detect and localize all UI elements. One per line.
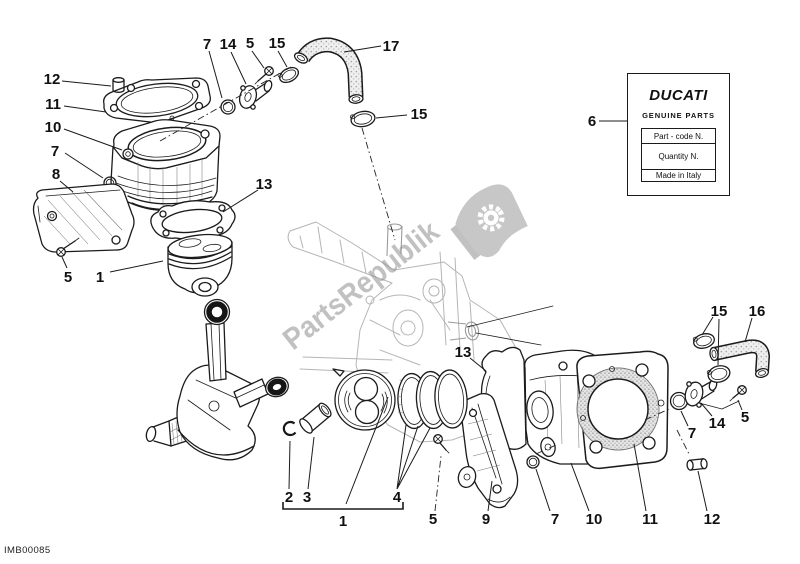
callout-7: 7 (688, 425, 696, 442)
hose-clamp (277, 66, 299, 84)
callout-10: 10 (586, 511, 603, 528)
connecting-rod (203, 298, 231, 382)
label-row-made-in: Made in Italy (655, 171, 702, 180)
head-gasket (576, 350, 669, 470)
case-spigot (447, 321, 480, 341)
callout-1: 1 (339, 513, 347, 530)
callout-2: 2 (285, 489, 293, 506)
piston (167, 233, 233, 297)
crankshaft-assembly (145, 298, 289, 461)
coolant-union (238, 80, 273, 110)
callout-16: 16 (749, 303, 766, 320)
group-bracket-line (282, 502, 404, 510)
callout-5: 5 (741, 409, 749, 426)
hose-clamp (350, 110, 376, 128)
dowel (686, 458, 708, 471)
callout-12: 12 (704, 511, 721, 528)
callout-13: 13 (455, 344, 472, 361)
coolant-hose (709, 339, 771, 379)
figure-code: IMB00085 (4, 545, 51, 556)
screw (254, 66, 274, 85)
callout-15: 15 (269, 35, 286, 52)
ducati-logo: DUCATI (649, 87, 708, 104)
watermark-bar (450, 224, 481, 261)
label-row-quantity: Quantity N. (642, 144, 715, 170)
stud-sleeve (386, 223, 403, 257)
callout-8: 8 (52, 166, 60, 183)
genuine-parts-subtitle: GENUINE PARTS (642, 111, 715, 120)
cylinder (110, 119, 221, 211)
callout-7: 7 (51, 143, 59, 160)
coolant-union (684, 378, 740, 410)
base-gasket (150, 200, 236, 241)
circlip (282, 420, 297, 437)
callout-10: 10 (45, 119, 62, 136)
axis-lines (159, 66, 691, 457)
callout-4: 4 (393, 489, 402, 506)
callout-15: 15 (411, 106, 428, 123)
gudgeon-pin (299, 402, 332, 434)
callout-7: 7 (551, 511, 559, 528)
callout-6: 6 (588, 113, 596, 130)
vertical-cylinder-assembly (32, 37, 376, 297)
label-table: Part - code N. Quantity N. Made in Italy (641, 128, 716, 182)
callout-7: 7 (203, 36, 211, 53)
callout-9: 9 (482, 511, 490, 528)
callout-12: 12 (44, 71, 61, 88)
label-row-part-code: Part - code N. (642, 129, 715, 144)
head-gasket (103, 77, 211, 123)
piston-rings (396, 369, 468, 430)
callout-5: 5 (64, 269, 72, 286)
callout-14: 14 (220, 36, 237, 53)
callout-5: 5 (429, 511, 437, 528)
callout-13: 13 (256, 176, 273, 193)
coolant-hose (293, 37, 364, 104)
screw (729, 385, 747, 402)
callout-15: 15 (711, 303, 728, 320)
piston (332, 368, 396, 431)
horizontal-cylinder-assembly (282, 333, 771, 509)
support-bracket (32, 183, 135, 253)
watermark-text: PartsRepublik (277, 215, 446, 357)
screw (56, 237, 80, 257)
watermark-flag (455, 184, 528, 258)
callout-11: 11 (642, 511, 658, 528)
dowel (112, 77, 125, 93)
callout-14: 14 (709, 415, 726, 432)
callout-1: 1 (96, 269, 104, 286)
leader-lines (59, 45, 753, 512)
o-ring (526, 455, 540, 469)
callout-17: 17 (383, 38, 400, 55)
hose-clamp (706, 365, 731, 383)
callout-3: 3 (303, 489, 311, 506)
connecting-rod (233, 376, 289, 408)
genuine-parts-label: DUCATI GENUINE PARTS Part - code N. Quan… (627, 73, 730, 196)
callout-5: 5 (246, 35, 254, 52)
screw (433, 434, 450, 454)
callout-11: 11 (45, 96, 61, 113)
